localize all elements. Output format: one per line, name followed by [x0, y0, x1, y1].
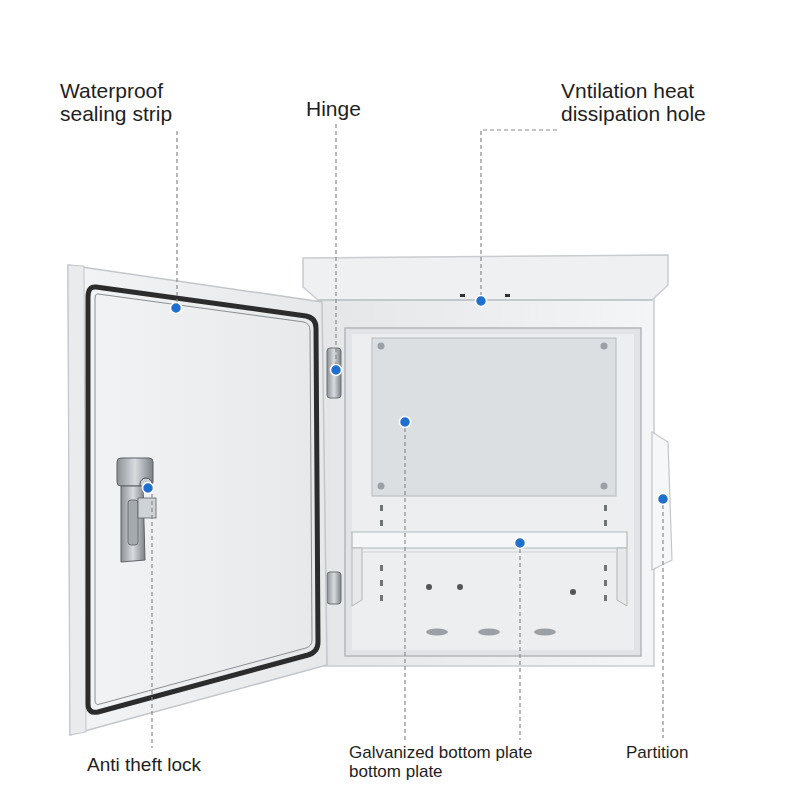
cabinet-door [68, 265, 327, 735]
part-label: Partition [626, 744, 746, 763]
cabinet-body [303, 255, 672, 666]
part-label: Galvanized bottom plate bottom plate [349, 744, 564, 781]
part-label: Waterproof sealing strip [60, 79, 210, 125]
leader-line [152, 124, 663, 748]
part-label: Vntilation heat dissipation hole [561, 79, 746, 125]
callout-dot [143, 296, 669, 549]
part-label: Hinge [306, 97, 396, 120]
lock-symbol [117, 458, 156, 562]
hinge-symbol [327, 348, 341, 604]
part-label: Anti theft lock [87, 755, 287, 776]
